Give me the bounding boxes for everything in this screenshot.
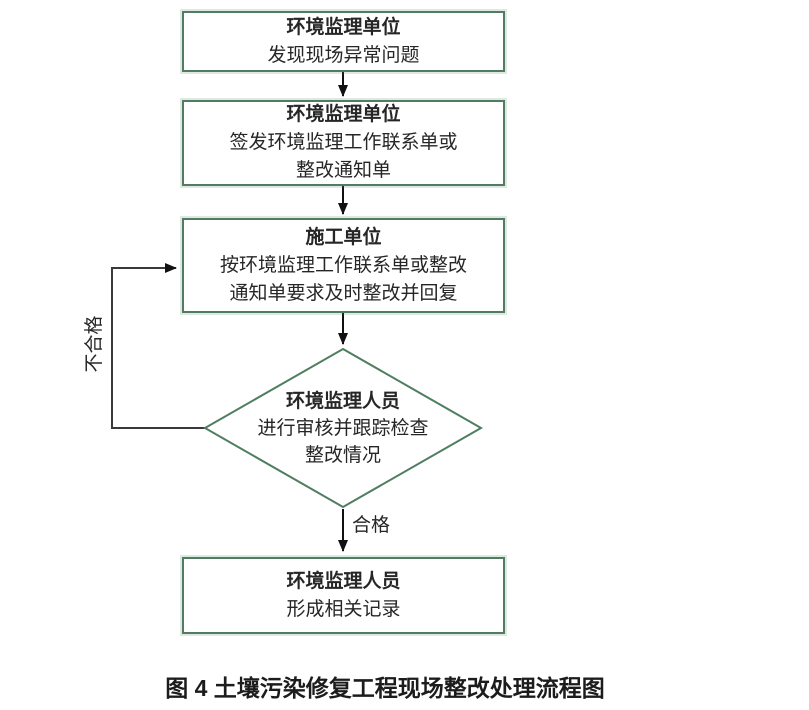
edge-label-fail: 不合格	[84, 315, 105, 373]
loop-fail-feedback	[111, 263, 205, 429]
node-line: 整改情况	[304, 444, 381, 466]
node-line: 进行审核并跟踪检查	[257, 417, 429, 439]
node-line: 通知单要求及时整改并回复	[229, 282, 458, 304]
node-title: 环境监理人员	[286, 570, 401, 592]
node-contractor-rectify: 施工单位 按环境监理工作联系单或整改 通知单要求及时整改并回复	[182, 218, 505, 313]
decision-diamond-shape	[202, 347, 484, 509]
node-line: 整改通知单	[295, 160, 391, 181]
node-form-records: 环境监理人员 形成相关记录	[182, 557, 505, 634]
node-line: 按环境监理工作联系单或整改	[219, 254, 467, 276]
node-title: 环境监理人员	[285, 390, 400, 412]
node-title: 施工单位	[305, 226, 382, 248]
node-line: 发现现场异常问题	[267, 44, 420, 66]
node-title: 环境监理单位	[286, 104, 401, 125]
node-line: 形成相关记录	[286, 598, 401, 620]
node-review-decision: 环境监理人员 进行审核并跟踪检查 整改情况	[205, 349, 481, 507]
node-title: 环境监理单位	[286, 16, 401, 38]
node-line: 签发环境监理工作联系单或	[229, 132, 458, 153]
figure-caption: 图 4 土壤污染修复工程现场整改处理流程图	[165, 675, 605, 701]
edge-label-pass: 合格	[352, 515, 391, 536]
node-discover-issue: 环境监理单位 发现现场异常问题	[182, 11, 505, 72]
node-issue-notice: 环境监理单位 签发环境监理工作联系单或 整改通知单	[182, 100, 505, 186]
